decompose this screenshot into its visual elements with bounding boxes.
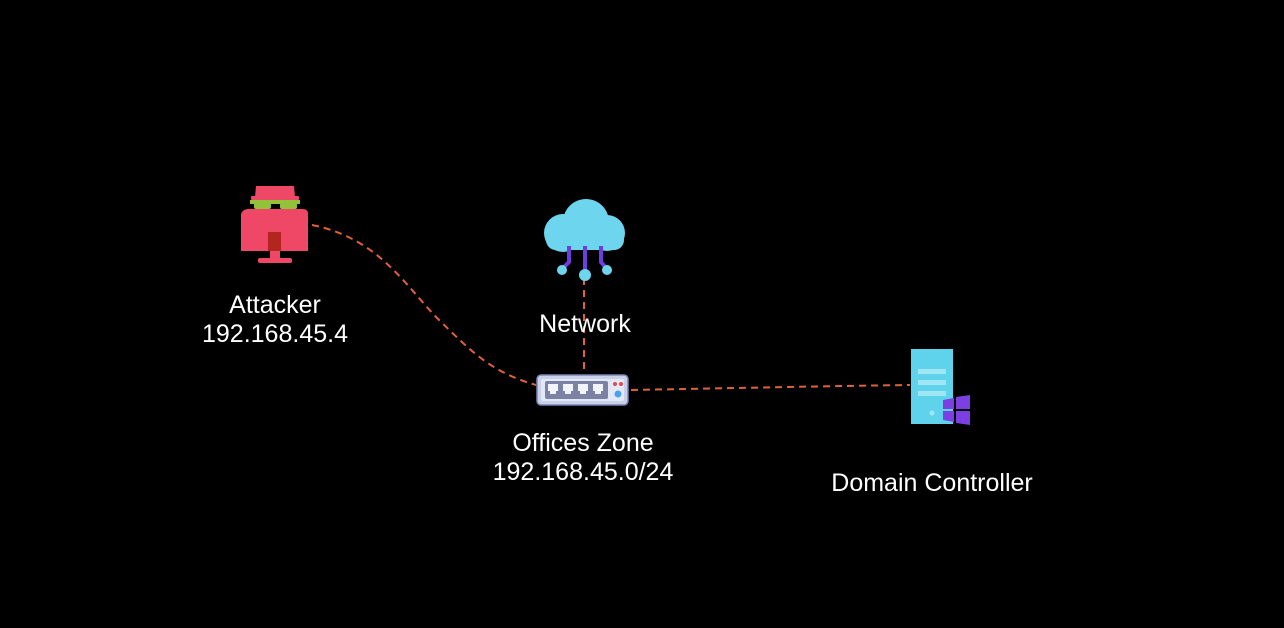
network-name: Network: [539, 310, 631, 338]
network-label: Network: [505, 310, 665, 339]
offices-zone-subnet: 192.168.45.0/24: [492, 458, 674, 486]
domain-controller-name: Domain Controller: [831, 469, 1033, 497]
cloud-network-icon[interactable]: [544, 199, 625, 281]
network-switch-icon[interactable]: [536, 374, 629, 406]
windows-server-icon[interactable]: [911, 349, 970, 425]
offices-zone-label: Offices Zone 192.168.45.0/24: [453, 429, 713, 487]
attacker-name: Attacker: [229, 291, 321, 319]
domain-controller-label: Domain Controller: [792, 469, 1072, 498]
attacker-ip: 192.168.45.4: [202, 320, 348, 348]
attacker-label: Attacker 192.168.45.4: [175, 291, 375, 349]
hacker-icon[interactable]: [241, 186, 308, 263]
link-offices-dc: [630, 384, 911, 391]
link-attacker-offices: [311, 224, 537, 386]
offices-zone-name: Offices Zone: [512, 429, 654, 457]
